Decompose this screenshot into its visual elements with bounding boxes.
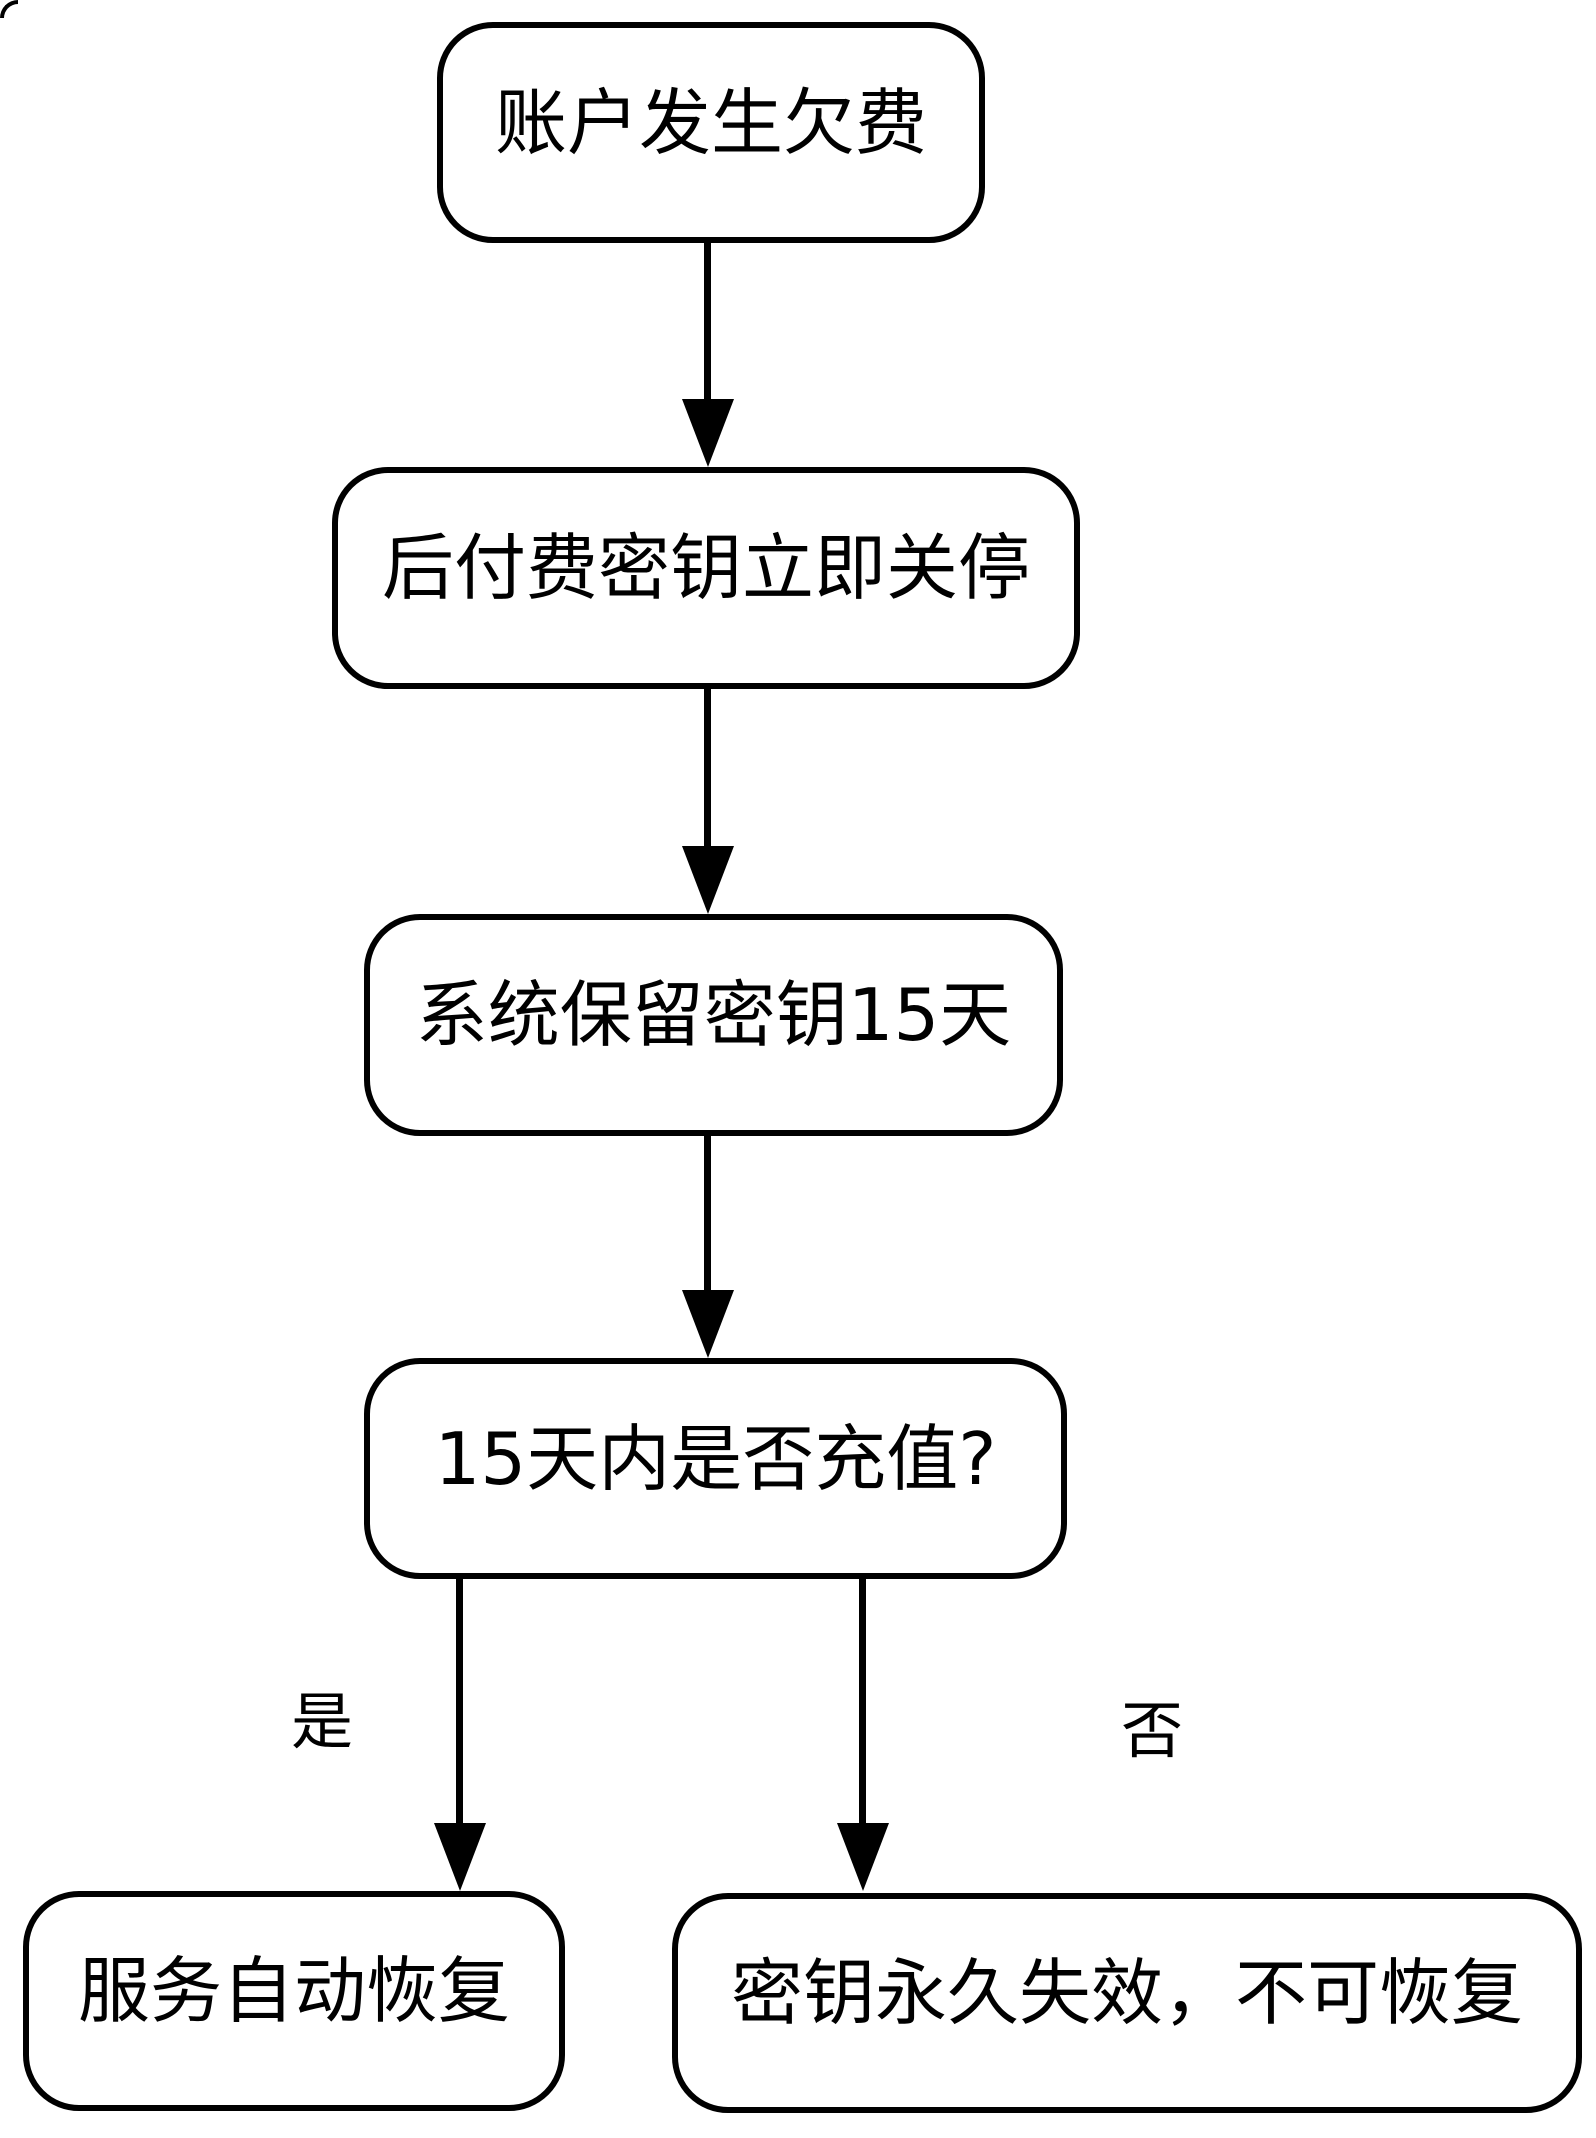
arrowhead-down-icon xyxy=(434,1823,486,1891)
arrow-decision-to-invalid-line xyxy=(859,1579,866,1823)
node-postpaid-key-shutdown: 后付费密钥立即关停 xyxy=(332,467,1080,689)
arrowhead-down-icon xyxy=(682,1290,734,1358)
node-system-retains-key: 系统保留密钥15天 xyxy=(364,914,1063,1136)
arrowhead-down-icon xyxy=(837,1823,889,1891)
arrow-overdue-to-shutdown-line xyxy=(704,243,711,401)
node-account-overdue: 账户发生欠费 xyxy=(437,22,985,243)
container-corner-border xyxy=(0,0,18,18)
node-recharge-decision: 15天内是否充值? xyxy=(364,1358,1067,1579)
arrow-decision-to-restored-line xyxy=(456,1579,463,1823)
arrowhead-down-icon xyxy=(682,846,734,914)
arrow-retain-to-decision-line xyxy=(704,1136,711,1290)
edge-label-yes: 是 xyxy=(290,1685,353,1758)
node-key-invalid: 密钥永久失效，不可恢复 xyxy=(672,1893,1582,2113)
arrowhead-down-icon xyxy=(682,399,734,467)
node-service-restored: 服务自动恢复 xyxy=(23,1891,565,2111)
arrow-shutdown-to-retain-line xyxy=(704,689,711,846)
edge-label-no: 否 xyxy=(1120,1694,1183,1767)
